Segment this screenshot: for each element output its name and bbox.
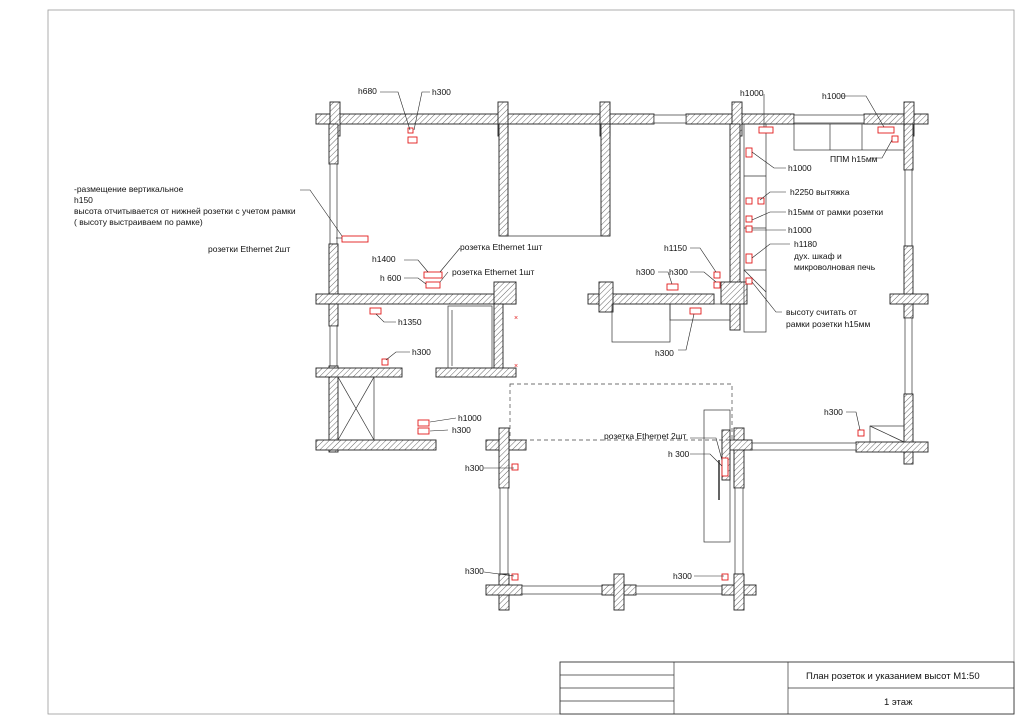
label-h300-right: h300 xyxy=(824,407,843,417)
note-measure-2: рамки розетки h15мм xyxy=(786,319,870,329)
label-h300-living-bottom-left: h300 xyxy=(465,566,484,576)
label-h1150: h1150 xyxy=(664,243,687,253)
label-h1000-top-right: h1000 xyxy=(822,91,846,101)
label-h1000-hall: h1000 xyxy=(458,413,482,423)
svg-text:×: × xyxy=(514,363,518,370)
label-h300-living-left: h300 xyxy=(465,463,484,473)
labels: h680 h300 -размещение вертикальное h150 … xyxy=(74,86,883,581)
label-h1400: h1400 xyxy=(372,254,396,264)
sockets xyxy=(341,126,899,581)
label-h300-k2: h300 xyxy=(669,267,688,277)
note-measure-1: высоту считать от xyxy=(786,307,857,317)
note-line-4: ( высоту выстраиваем по рамке) xyxy=(74,217,203,227)
walls xyxy=(315,101,929,611)
fixtures: × × xyxy=(337,123,905,543)
label-h300-wc: h300 xyxy=(412,347,431,357)
drawing-title: План розеток и указанием высот М1:50 xyxy=(806,671,980,682)
label-h300-k3: h300 xyxy=(655,348,674,358)
label-h300-k1: h300 xyxy=(636,267,655,277)
note-line-3: высота отчитывается от нижней розетки с … xyxy=(74,206,296,216)
label-microwave: микроволновая печь xyxy=(794,262,876,272)
label-oven: дух. шкаф и xyxy=(794,251,842,261)
label-h1000-k: h1000 xyxy=(788,163,812,173)
label-h1350: h1350 xyxy=(398,317,422,327)
label-h1000-top-kitchen: h1000 xyxy=(740,88,764,98)
label-h600: h 600 xyxy=(380,273,402,283)
label-h680: h680 xyxy=(358,86,377,96)
label-ethernet-2-left: розетки Ethernet 2шт xyxy=(208,244,290,254)
sheet-frame xyxy=(47,9,1015,715)
svg-text:×: × xyxy=(514,315,518,322)
label-h15mm: h15мм от рамки розетки xyxy=(788,207,883,217)
note-line-1: -размещение вертикальное xyxy=(74,184,184,194)
label-h300-living-bottom-right: h300 xyxy=(673,571,692,581)
label-ethernet-2-right: розетка Ethernet 2шт xyxy=(604,431,687,441)
note-line-2: h150 xyxy=(74,195,93,205)
label-ethernet-1a: розетка Ethernet 1шт xyxy=(460,242,543,252)
label-h300-column: h 300 xyxy=(668,449,690,459)
label-h1180: h1180 xyxy=(794,239,817,249)
leaders xyxy=(300,91,893,577)
label-ethernet-1b: розетка Ethernet 1шт xyxy=(452,267,535,277)
label-ppm: ППМ h15мм xyxy=(830,154,878,164)
label-h2250: h2250 вытяжка xyxy=(790,187,850,197)
label-h300-hall: h300 xyxy=(452,425,471,435)
floor-label: 1 этаж xyxy=(884,697,913,708)
title-block: План розеток и указанием высот М1:50 1 э… xyxy=(559,661,1015,715)
label-h1000-k2: h1000 xyxy=(788,225,812,235)
label-h300-top: h300 xyxy=(432,87,451,97)
